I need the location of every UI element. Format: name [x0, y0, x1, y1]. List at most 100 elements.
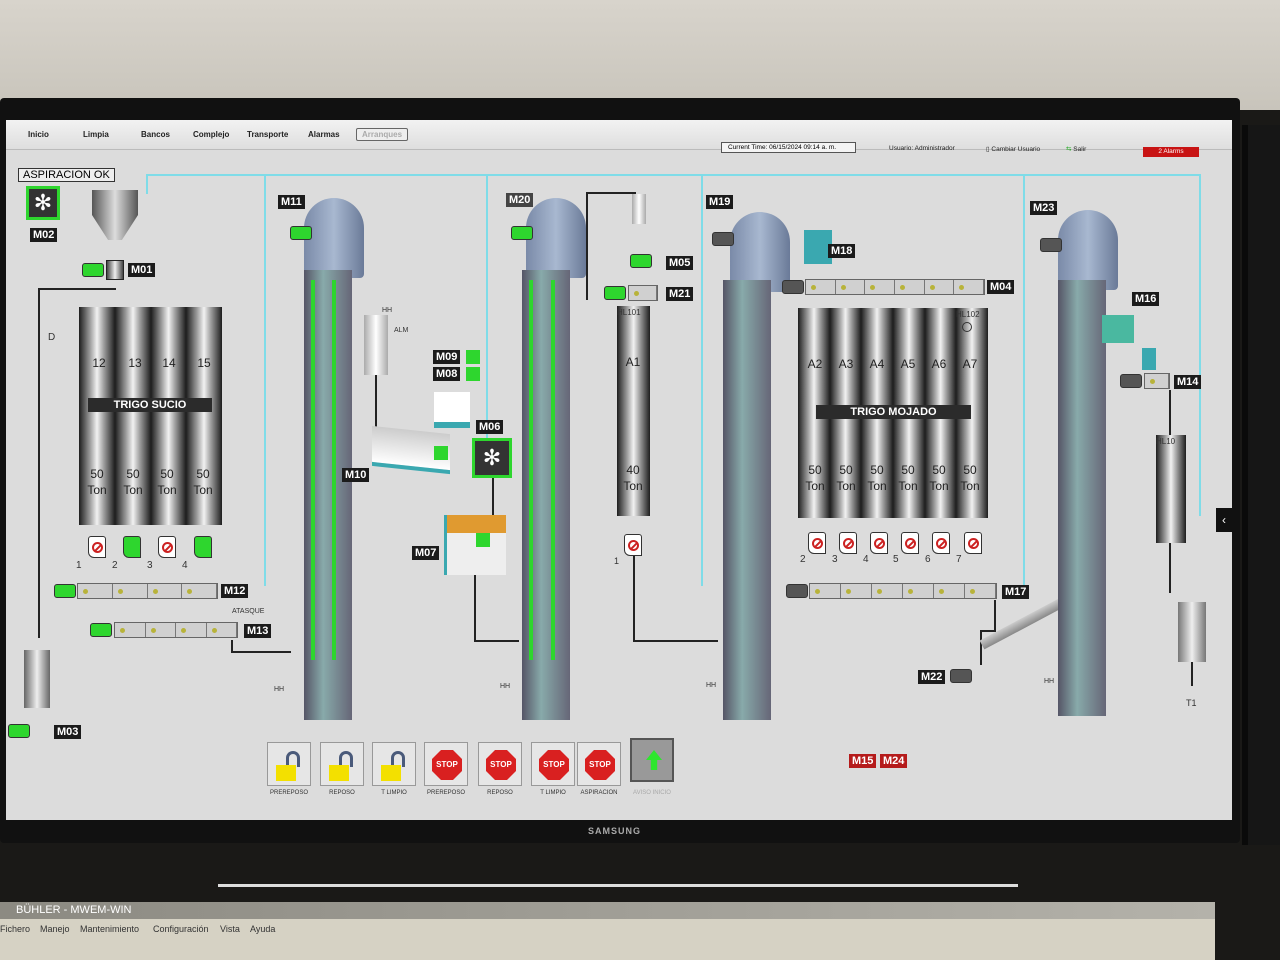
bin-unit: Ton	[193, 483, 213, 497]
tab-limpia[interactable]: Limpia	[83, 130, 109, 139]
alarm-motor-m24[interactable]: M24	[880, 754, 908, 768]
tab-transporte[interactable]: Transporte	[247, 130, 289, 139]
elevator-m19	[723, 280, 771, 720]
bin-tons: 50	[839, 463, 853, 477]
stop-aspiracion-button[interactable]: STOP	[577, 742, 621, 786]
conveyor-m13	[114, 622, 238, 638]
rotary-valve	[106, 260, 124, 280]
motor-m14[interactable]	[1120, 374, 1142, 388]
aviso-inicio-button[interactable]	[630, 738, 674, 782]
motor-m12[interactable]	[54, 584, 76, 598]
motor-m03[interactable]	[8, 724, 30, 738]
motor-m04[interactable]	[782, 280, 804, 294]
slide-gate-closed[interactable]	[901, 532, 919, 554]
status-m10[interactable]	[434, 446, 448, 460]
separator	[364, 315, 388, 375]
button-label: PREREPOSO	[426, 790, 465, 796]
gate-number: 4	[863, 554, 869, 565]
pipe	[994, 600, 996, 630]
slide-gate-closed[interactable]	[932, 532, 950, 554]
scada-screen: Inicio Limpia Bancos Complejo Transporte…	[6, 120, 1232, 820]
motor-label-m22: M22	[918, 670, 946, 684]
bin-id: 12	[92, 356, 106, 370]
tab-arranques[interactable]: Arranques	[356, 128, 409, 141]
motor-m23[interactable]	[1040, 238, 1062, 252]
conveyor-m17	[809, 583, 997, 599]
stop-reposo-button[interactable]: STOP	[478, 742, 522, 786]
pipe	[375, 375, 377, 435]
fan-m06-icon[interactable]: ✻	[472, 438, 512, 478]
motor-label-m16: M16	[1132, 292, 1160, 306]
motor-label-m23: M23	[1030, 201, 1058, 215]
motor-m19[interactable]	[712, 232, 734, 246]
status-m07[interactable]	[476, 533, 490, 547]
pipe	[492, 478, 494, 518]
unlock-prereposo-button[interactable]	[267, 742, 311, 786]
motor-m05[interactable]	[630, 254, 652, 268]
belt-running	[311, 280, 315, 660]
menu-vista[interactable]: Vista	[220, 924, 240, 934]
tab-complejo[interactable]: Complejo	[193, 130, 230, 139]
slide-gate-closed[interactable]	[839, 532, 857, 554]
alarm-motor-m15[interactable]: M15	[849, 754, 877, 768]
motor-m11[interactable]	[290, 226, 312, 240]
bin-tons: 50	[870, 463, 884, 477]
unlock-tlimpio-button[interactable]	[372, 742, 416, 786]
motor-m22[interactable]	[950, 669, 972, 683]
blocked-icon	[162, 542, 173, 553]
window-title: BÜHLER - MWEM-WIN	[0, 902, 1215, 919]
slide-gate-closed[interactable]	[88, 536, 106, 558]
motor-label-m05: M05	[666, 256, 694, 270]
pipe	[1169, 390, 1171, 436]
fan-icon[interactable]: ✻	[26, 186, 60, 220]
tab-bancos[interactable]: Bancos	[141, 130, 170, 139]
slide-gate-closed[interactable]	[964, 532, 982, 554]
motor-m17[interactable]	[786, 584, 808, 598]
slide-gate-open[interactable]	[194, 536, 212, 558]
stop-prereposo-button[interactable]: STOP	[424, 742, 468, 786]
pipe	[1191, 662, 1193, 686]
motor-m13[interactable]	[90, 623, 112, 637]
blocked-icon	[905, 538, 916, 549]
tab-alarmas[interactable]: Alarmas	[308, 130, 340, 139]
tab-inicio[interactable]: Inicio	[28, 130, 49, 139]
hh-label: HH	[274, 686, 285, 693]
hl101-label: HL101	[617, 308, 641, 317]
atasque-label: ATASQUE	[232, 608, 265, 615]
bin-id: A5	[900, 357, 916, 371]
motor-m01[interactable]	[82, 263, 104, 277]
menu-configuracion[interactable]: Configuración	[153, 924, 209, 934]
change-user-button[interactable]: ▯ Cambiar Usuario	[986, 146, 1041, 153]
elevator-m23	[1058, 280, 1106, 716]
hh-label: HH	[706, 682, 717, 689]
stop-tlimpio-button[interactable]: STOP	[531, 742, 575, 786]
slide-gate-closed[interactable]	[624, 534, 642, 556]
buhler-window: BÜHLER - MWEM-WIN Fichero Manejo Manteni…	[0, 902, 1215, 960]
magnet	[632, 194, 646, 224]
exit-button[interactable]: ⇆ Salir	[1066, 146, 1087, 153]
motor-label-m04: M04	[987, 280, 1015, 294]
unlock-reposo-button[interactable]	[320, 742, 364, 786]
menu-ayuda[interactable]: Ayuda	[250, 924, 276, 934]
alarm-indicator[interactable]: 2 Alarms	[1143, 147, 1199, 157]
status-m09[interactable]	[466, 350, 480, 364]
motor-label-m03: M03	[54, 725, 82, 739]
silo-hl103	[1156, 435, 1186, 543]
slide-gate-closed[interactable]	[158, 536, 176, 558]
menu-manejo[interactable]: Manejo	[40, 924, 70, 934]
motor-m20[interactable]	[511, 226, 533, 240]
slide-gate-closed[interactable]	[808, 532, 826, 554]
bin-id: 15	[197, 356, 211, 370]
menu-fichero[interactable]: Fichero	[0, 924, 31, 934]
slide-gate-closed[interactable]	[870, 532, 888, 554]
motor-m21[interactable]	[604, 286, 626, 300]
air-duct	[486, 176, 488, 466]
lock-icon	[391, 751, 405, 767]
slide-gate-open[interactable]	[123, 536, 141, 558]
bin-tons: 50	[160, 467, 174, 481]
menu-mantenimiento[interactable]: Mantenimiento	[80, 924, 140, 934]
bin-id: 14	[162, 356, 176, 370]
bin-id: 13	[128, 356, 142, 370]
side-panel-toggle[interactable]: ‹	[1216, 508, 1232, 532]
status-m08[interactable]	[466, 367, 480, 381]
